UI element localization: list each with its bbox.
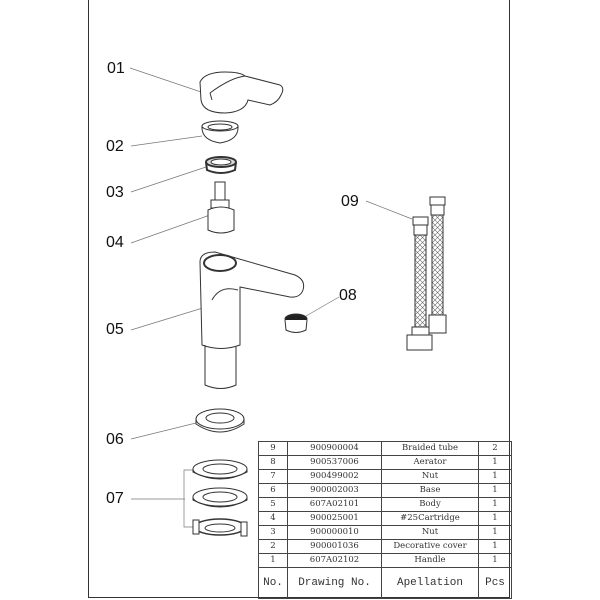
cell-drawing-no: 900537006 xyxy=(287,455,382,470)
cell-apellation: Handle xyxy=(381,553,479,568)
cell-no: 7 xyxy=(258,469,288,484)
cell-drawing-no: 900002003 xyxy=(287,483,382,498)
cell-no: 1 xyxy=(258,553,288,568)
cell-pcs: 2 xyxy=(478,441,512,456)
cell-pcs: 1 xyxy=(478,525,512,540)
cell-drawing-no: 900000010 xyxy=(287,525,382,540)
cell-pcs: 1 xyxy=(478,455,512,470)
callout-02: 02 xyxy=(106,138,124,155)
cell-no: 8 xyxy=(258,455,288,470)
cell-apellation: Decorative cover xyxy=(381,539,479,554)
callout-08: 08 xyxy=(339,287,357,304)
cell-pcs: 1 xyxy=(478,511,512,526)
cartridge-part xyxy=(207,181,235,234)
cell-no: 6 xyxy=(258,483,288,498)
leader-lines xyxy=(129,67,413,528)
cell-apellation: Braided tube xyxy=(381,441,479,456)
callout-06: 06 xyxy=(106,431,124,448)
cell-pcs: 1 xyxy=(478,553,512,568)
callout-01: 01 xyxy=(107,60,125,77)
callout-05: 05 xyxy=(106,321,124,338)
cell-apellation: Aerator xyxy=(381,455,479,470)
table-header-row: No. Drawing No. Apellation Pcs xyxy=(258,567,512,599)
cell-pcs: 1 xyxy=(478,497,512,512)
cell-pcs: 1 xyxy=(478,483,512,498)
header-no: No. xyxy=(258,567,288,599)
cell-pcs: 1 xyxy=(478,469,512,484)
header-drawing-no: Drawing No. xyxy=(287,567,382,599)
callout-07: 07 xyxy=(106,490,124,507)
base-part xyxy=(195,408,245,433)
cell-no: 2 xyxy=(258,539,288,554)
body-part xyxy=(199,251,305,389)
aerator-part xyxy=(284,313,308,333)
header-pcs: Pcs xyxy=(478,567,512,599)
cell-apellation: Nut xyxy=(381,525,479,540)
cell-drawing-no: 607A02101 xyxy=(287,497,382,512)
cell-apellation: Body xyxy=(381,497,479,512)
cell-drawing-no: 900900004 xyxy=(287,441,382,456)
cell-drawing-no: 900025001 xyxy=(287,511,382,526)
nut-part xyxy=(205,156,237,174)
cell-drawing-no: 900499002 xyxy=(287,469,382,484)
header-apellation: Apellation xyxy=(381,567,479,599)
callout-04: 04 xyxy=(106,234,124,251)
callout-09: 09 xyxy=(341,193,359,210)
cell-drawing-no: 900001036 xyxy=(287,539,382,554)
cell-no: 4 xyxy=(258,511,288,526)
cell-apellation: Base xyxy=(381,483,479,498)
cell-no: 5 xyxy=(258,497,288,512)
cell-no: 3 xyxy=(258,525,288,540)
cell-apellation: #25Cartridge xyxy=(381,511,479,526)
mounting-nut-part xyxy=(192,459,248,537)
cell-drawing-no: 607A02102 xyxy=(287,553,382,568)
cell-pcs: 1 xyxy=(478,539,512,554)
braided-tubes-part xyxy=(406,196,447,351)
cell-no: 9 xyxy=(258,441,288,456)
decorative-cover-part xyxy=(201,120,239,144)
callout-03: 03 xyxy=(106,184,124,201)
handle-part xyxy=(199,71,284,114)
cell-apellation: Nut xyxy=(381,469,479,484)
